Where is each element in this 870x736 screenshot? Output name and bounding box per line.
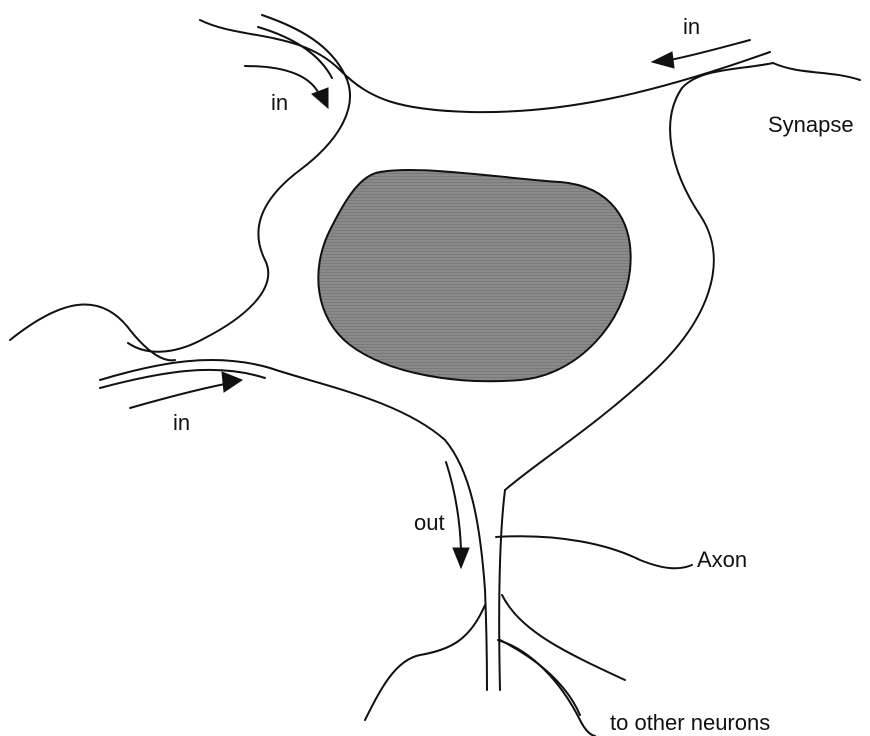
label-out: out [414, 510, 445, 535]
label-to-other-neurons: to other neurons [610, 710, 770, 735]
dendrite-top-strand [258, 27, 332, 78]
label-in-top-right: in [683, 14, 700, 39]
label-synapse: Synapse [768, 112, 854, 137]
label-in-left: in [173, 410, 190, 435]
axon-branch-right-2 [498, 640, 595, 736]
label-axon: Axon [697, 547, 747, 572]
axon-branch-right-1 [502, 595, 625, 680]
nucleus [318, 170, 630, 381]
dendrite-left-outer [10, 305, 175, 361]
label-in-top-left: in [271, 90, 288, 115]
dendrite-top-left-inner [128, 15, 350, 352]
axon-branch-left [365, 605, 485, 720]
synapse-strand [773, 63, 860, 80]
axon-leader-line [496, 536, 692, 568]
